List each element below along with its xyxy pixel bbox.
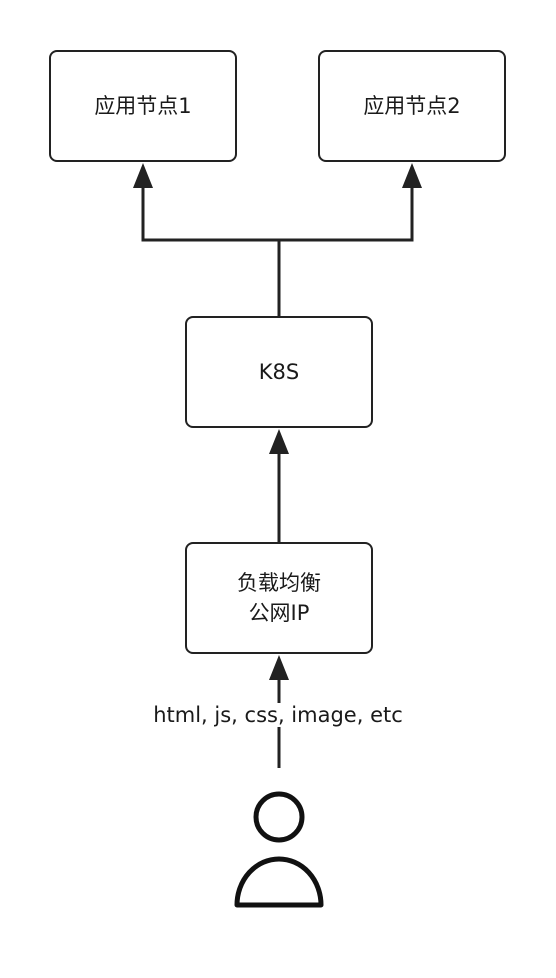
node-k8s: K8S <box>185 316 373 428</box>
node-app2-label: 应用节点2 <box>363 94 461 118</box>
user-icon <box>234 791 324 908</box>
arrowhead-to-app1 <box>133 163 153 188</box>
arrowhead-to-app2 <box>402 163 422 188</box>
node-lb-label-line1: 负载均衡 <box>237 571 321 595</box>
node-lb-label-line2: 公网IP <box>248 601 310 625</box>
node-app1-label: 应用节点1 <box>94 94 192 118</box>
arrowhead-to-lb <box>269 655 289 680</box>
node-app1: 应用节点1 <box>49 50 237 162</box>
edge-split-bar <box>141 187 414 242</box>
node-app2: 应用节点2 <box>318 50 506 162</box>
node-k8s-label: K8S <box>258 360 300 384</box>
edge-user-to-lb-label-wrap: html, js, css, image, etc <box>0 700 556 730</box>
arrowhead-to-k8s <box>269 429 289 454</box>
edge-user-to-lb-label: html, js, css, image, etc <box>149 703 407 727</box>
node-load-balancer: 负载均衡 公网IP <box>185 542 373 654</box>
